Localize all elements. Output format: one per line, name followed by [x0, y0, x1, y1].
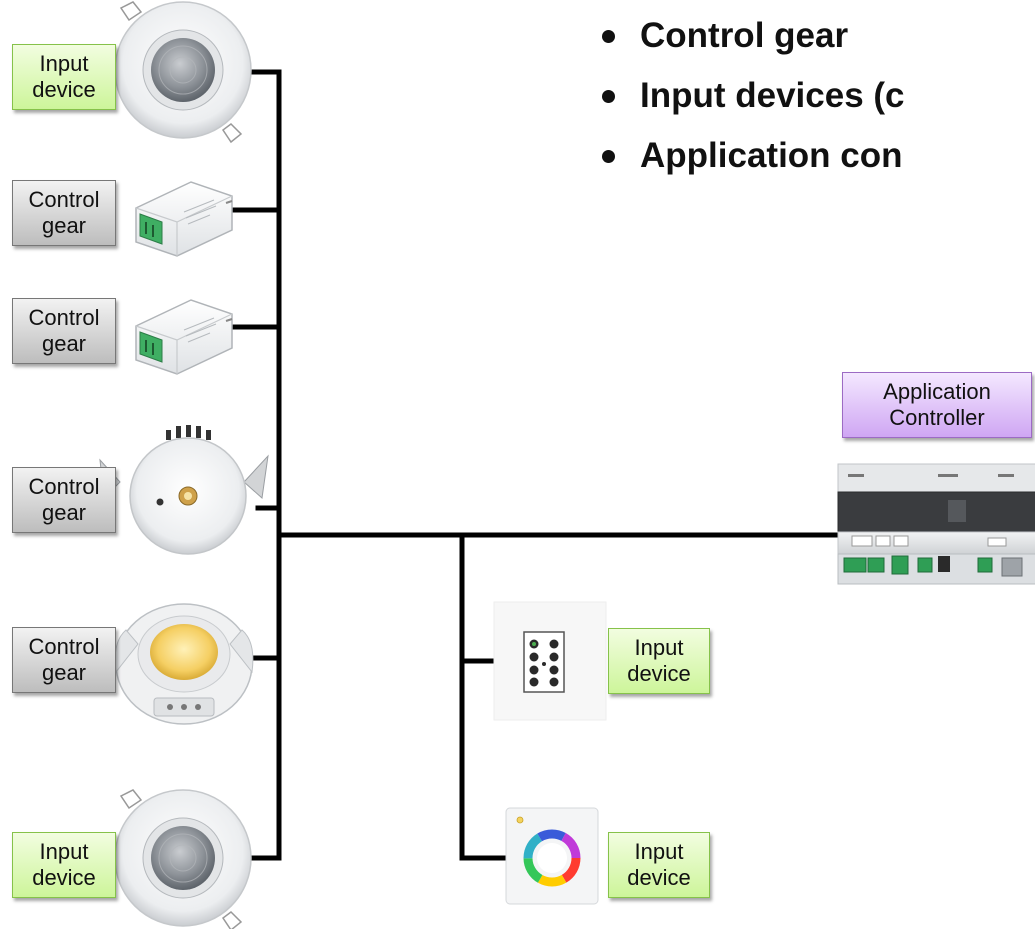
- control-gear-label: Control gear: [12, 627, 116, 693]
- motion-sensor-icon: [114, 1, 252, 144]
- bullet-text: Input devices (c: [640, 76, 905, 115]
- bullet-dot-icon: [602, 150, 615, 163]
- bullet-item: Control gear: [596, 6, 905, 66]
- control-gear-label: Control gear: [12, 467, 116, 533]
- bullet-list: Control gear Input devices (c Applicatio…: [596, 6, 905, 186]
- bullet-item: Application con: [596, 126, 905, 186]
- push-button-panel-icon: [493, 601, 607, 721]
- input-device-label: Input device: [12, 44, 116, 110]
- led-driver-icon: [135, 299, 233, 375]
- bullet-item: Input devices (c: [596, 66, 905, 126]
- led-driver-icon: [135, 181, 233, 257]
- dali-bus-lines: [229, 69, 845, 861]
- bullet-text: Application con: [640, 136, 903, 175]
- motion-sensor-icon: [114, 789, 252, 929]
- bullet-text: Control gear: [640, 16, 849, 55]
- input-device-label: Input device: [608, 628, 710, 694]
- bullet-dot-icon: [602, 90, 615, 103]
- input-device-label: Input device: [12, 832, 116, 898]
- led-module-icon: [114, 603, 254, 725]
- application-controller-label: Application Controller: [842, 372, 1032, 438]
- input-device-label: Input device: [608, 832, 710, 898]
- application-controller-icon: [837, 463, 1035, 585]
- bullet-dot-icon: [602, 30, 615, 43]
- control-gear-label: Control gear: [12, 180, 116, 246]
- control-gear-label: Control gear: [12, 298, 116, 364]
- color-wheel-panel-icon: [505, 807, 599, 905]
- downlight-icon: [99, 425, 269, 555]
